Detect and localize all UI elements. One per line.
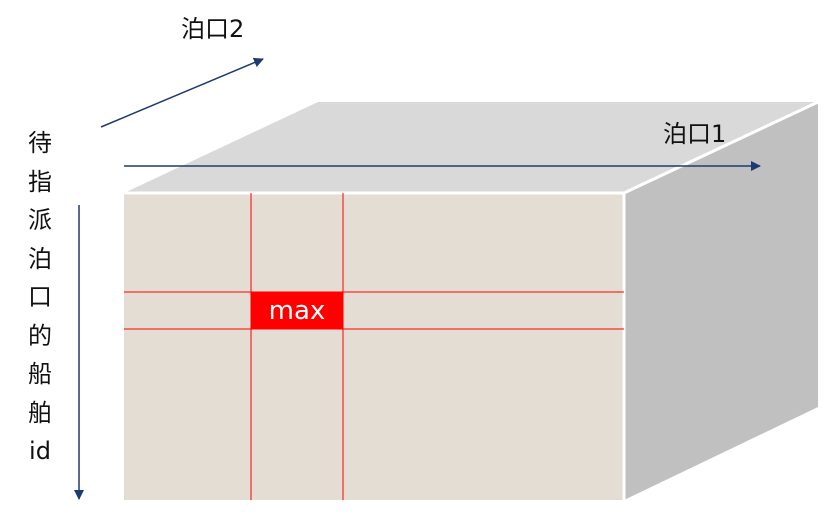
vessel-id-char: 待 bbox=[28, 129, 52, 157]
vessel-id-axis-label: 待 指 派 泊 口 的 船 舶 id bbox=[22, 124, 58, 471]
cube-front-face bbox=[124, 193, 624, 500]
cube-side-face bbox=[624, 102, 818, 500]
vessel-id-char: 泊 bbox=[28, 244, 52, 273]
berth2-label: 泊口2 bbox=[181, 15, 245, 43]
vessel-id-char: 指 bbox=[28, 167, 52, 196]
vessel-id-char: 舶 bbox=[28, 398, 52, 427]
berth2-arrow bbox=[100, 57, 264, 128]
vessel-id-char: 口 bbox=[28, 283, 52, 311]
vessel-id-char: 船 bbox=[28, 360, 52, 388]
cube-edge bbox=[623, 100, 819, 195]
vessel-id-char: 的 bbox=[28, 321, 52, 350]
vessel-id-char: id bbox=[29, 437, 51, 465]
berth1-label: 泊口1 bbox=[663, 120, 727, 148]
vessel-id-char: 派 bbox=[28, 206, 52, 234]
max-cell: max bbox=[251, 292, 343, 329]
cube-top-face bbox=[124, 102, 818, 193]
